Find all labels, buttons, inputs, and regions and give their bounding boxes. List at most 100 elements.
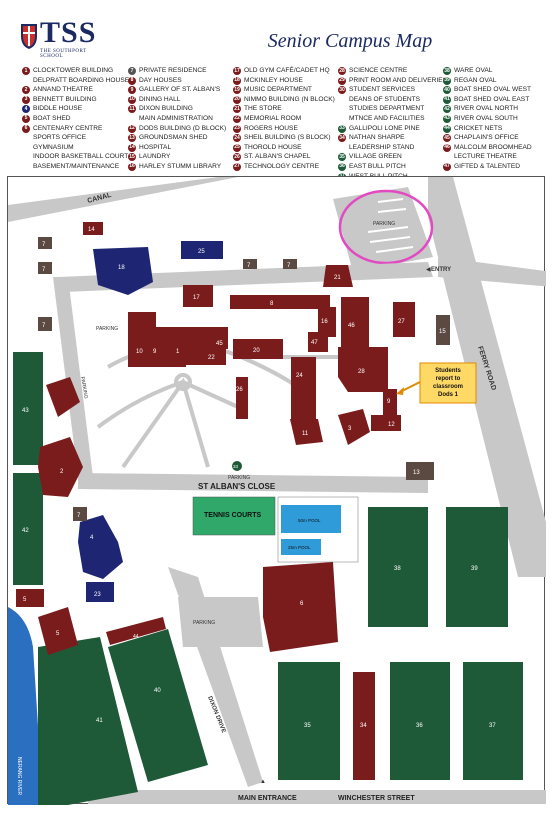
building-7e[interactable] bbox=[38, 317, 52, 331]
school-logo[interactable]: TSS THE SOUTHPORT SCHOOL bbox=[10, 8, 110, 59]
field-37[interactable] bbox=[463, 662, 523, 780]
st-albans-close-road[interactable] bbox=[78, 473, 428, 493]
building-34[interactable] bbox=[353, 672, 375, 780]
legend-item-6b[interactable]: SPORTS OFFICE bbox=[22, 134, 133, 144]
building-28[interactable] bbox=[338, 347, 388, 392]
legend-item-11b[interactable]: MAIN ADMINISTRATION bbox=[128, 115, 226, 125]
building-20[interactable] bbox=[233, 339, 283, 359]
legend-item-6d[interactable]: INDOOR BASKETBALL COURTS bbox=[22, 153, 133, 163]
building-2[interactable] bbox=[38, 437, 83, 497]
building-4[interactable] bbox=[78, 515, 123, 579]
building-3[interactable] bbox=[338, 409, 370, 445]
building-17[interactable] bbox=[183, 285, 213, 307]
building-26[interactable] bbox=[236, 377, 248, 419]
cricket-nets-44[interactable] bbox=[106, 617, 166, 645]
legend-item-30b[interactable]: DEANS OF STUDENTS bbox=[338, 96, 447, 106]
winchester-street[interactable] bbox=[88, 790, 546, 804]
building-11[interactable] bbox=[290, 419, 323, 445]
building-13[interactable] bbox=[406, 462, 434, 480]
legend-item-30d[interactable]: MTNCE AND FACILITIES bbox=[338, 115, 447, 125]
building-7b[interactable] bbox=[38, 262, 52, 274]
building-7d[interactable] bbox=[283, 259, 297, 269]
building-16[interactable] bbox=[318, 307, 336, 337]
building-1[interactable] bbox=[156, 327, 186, 367]
field-39[interactable] bbox=[446, 507, 508, 627]
building-14[interactable] bbox=[83, 222, 103, 235]
building-24[interactable] bbox=[291, 357, 316, 419]
gallipoli-lone-pine-33[interactable] bbox=[232, 461, 242, 471]
pool-25m[interactable] bbox=[281, 539, 321, 555]
building-15[interactable] bbox=[436, 315, 450, 345]
building-6[interactable] bbox=[263, 562, 338, 652]
pool-50m[interactable] bbox=[281, 505, 341, 533]
building-5b[interactable] bbox=[38, 607, 78, 655]
building-25[interactable] bbox=[181, 241, 223, 259]
building-23[interactable] bbox=[86, 582, 114, 602]
building-7c[interactable] bbox=[243, 259, 257, 269]
building-9-gallery[interactable] bbox=[46, 377, 80, 417]
field-43[interactable] bbox=[13, 352, 43, 465]
legend-item-1b[interactable]: DELPRATT BOARDING HOUSE bbox=[22, 77, 133, 87]
building-7f[interactable] bbox=[73, 507, 87, 521]
legend-item-30c[interactable]: STUDIES DEPARTMENT bbox=[338, 105, 447, 115]
field-36[interactable] bbox=[390, 662, 450, 780]
building-45[interactable] bbox=[218, 327, 228, 349]
legend-item-46b[interactable]: LECTURE THEATRE bbox=[443, 153, 532, 163]
building-10[interactable] bbox=[128, 312, 156, 367]
west-road[interactable] bbox=[53, 277, 93, 477]
field-41[interactable] bbox=[38, 637, 138, 805]
building-47[interactable] bbox=[308, 332, 328, 352]
field-38[interactable] bbox=[368, 507, 428, 627]
south-parking-lot[interactable] bbox=[178, 597, 263, 647]
building-18[interactable] bbox=[93, 247, 153, 295]
building-5a[interactable] bbox=[16, 589, 44, 607]
legend-item-6e[interactable]: BASEMENT/MAINTENANCE bbox=[22, 163, 133, 173]
field-35[interactable] bbox=[278, 662, 340, 780]
building-12[interactable] bbox=[371, 415, 401, 431]
building-21[interactable] bbox=[323, 265, 353, 287]
building-7a[interactable] bbox=[38, 237, 52, 249]
building-46[interactable] bbox=[341, 297, 369, 347]
tennis-courts[interactable] bbox=[192, 496, 276, 536]
campus-map[interactable]: CANAL FERRY ROAD PARKING ENTRY ◀ PARKING… bbox=[7, 176, 552, 805]
legend-item-6c[interactable]: GYMNASIUM bbox=[22, 144, 133, 154]
